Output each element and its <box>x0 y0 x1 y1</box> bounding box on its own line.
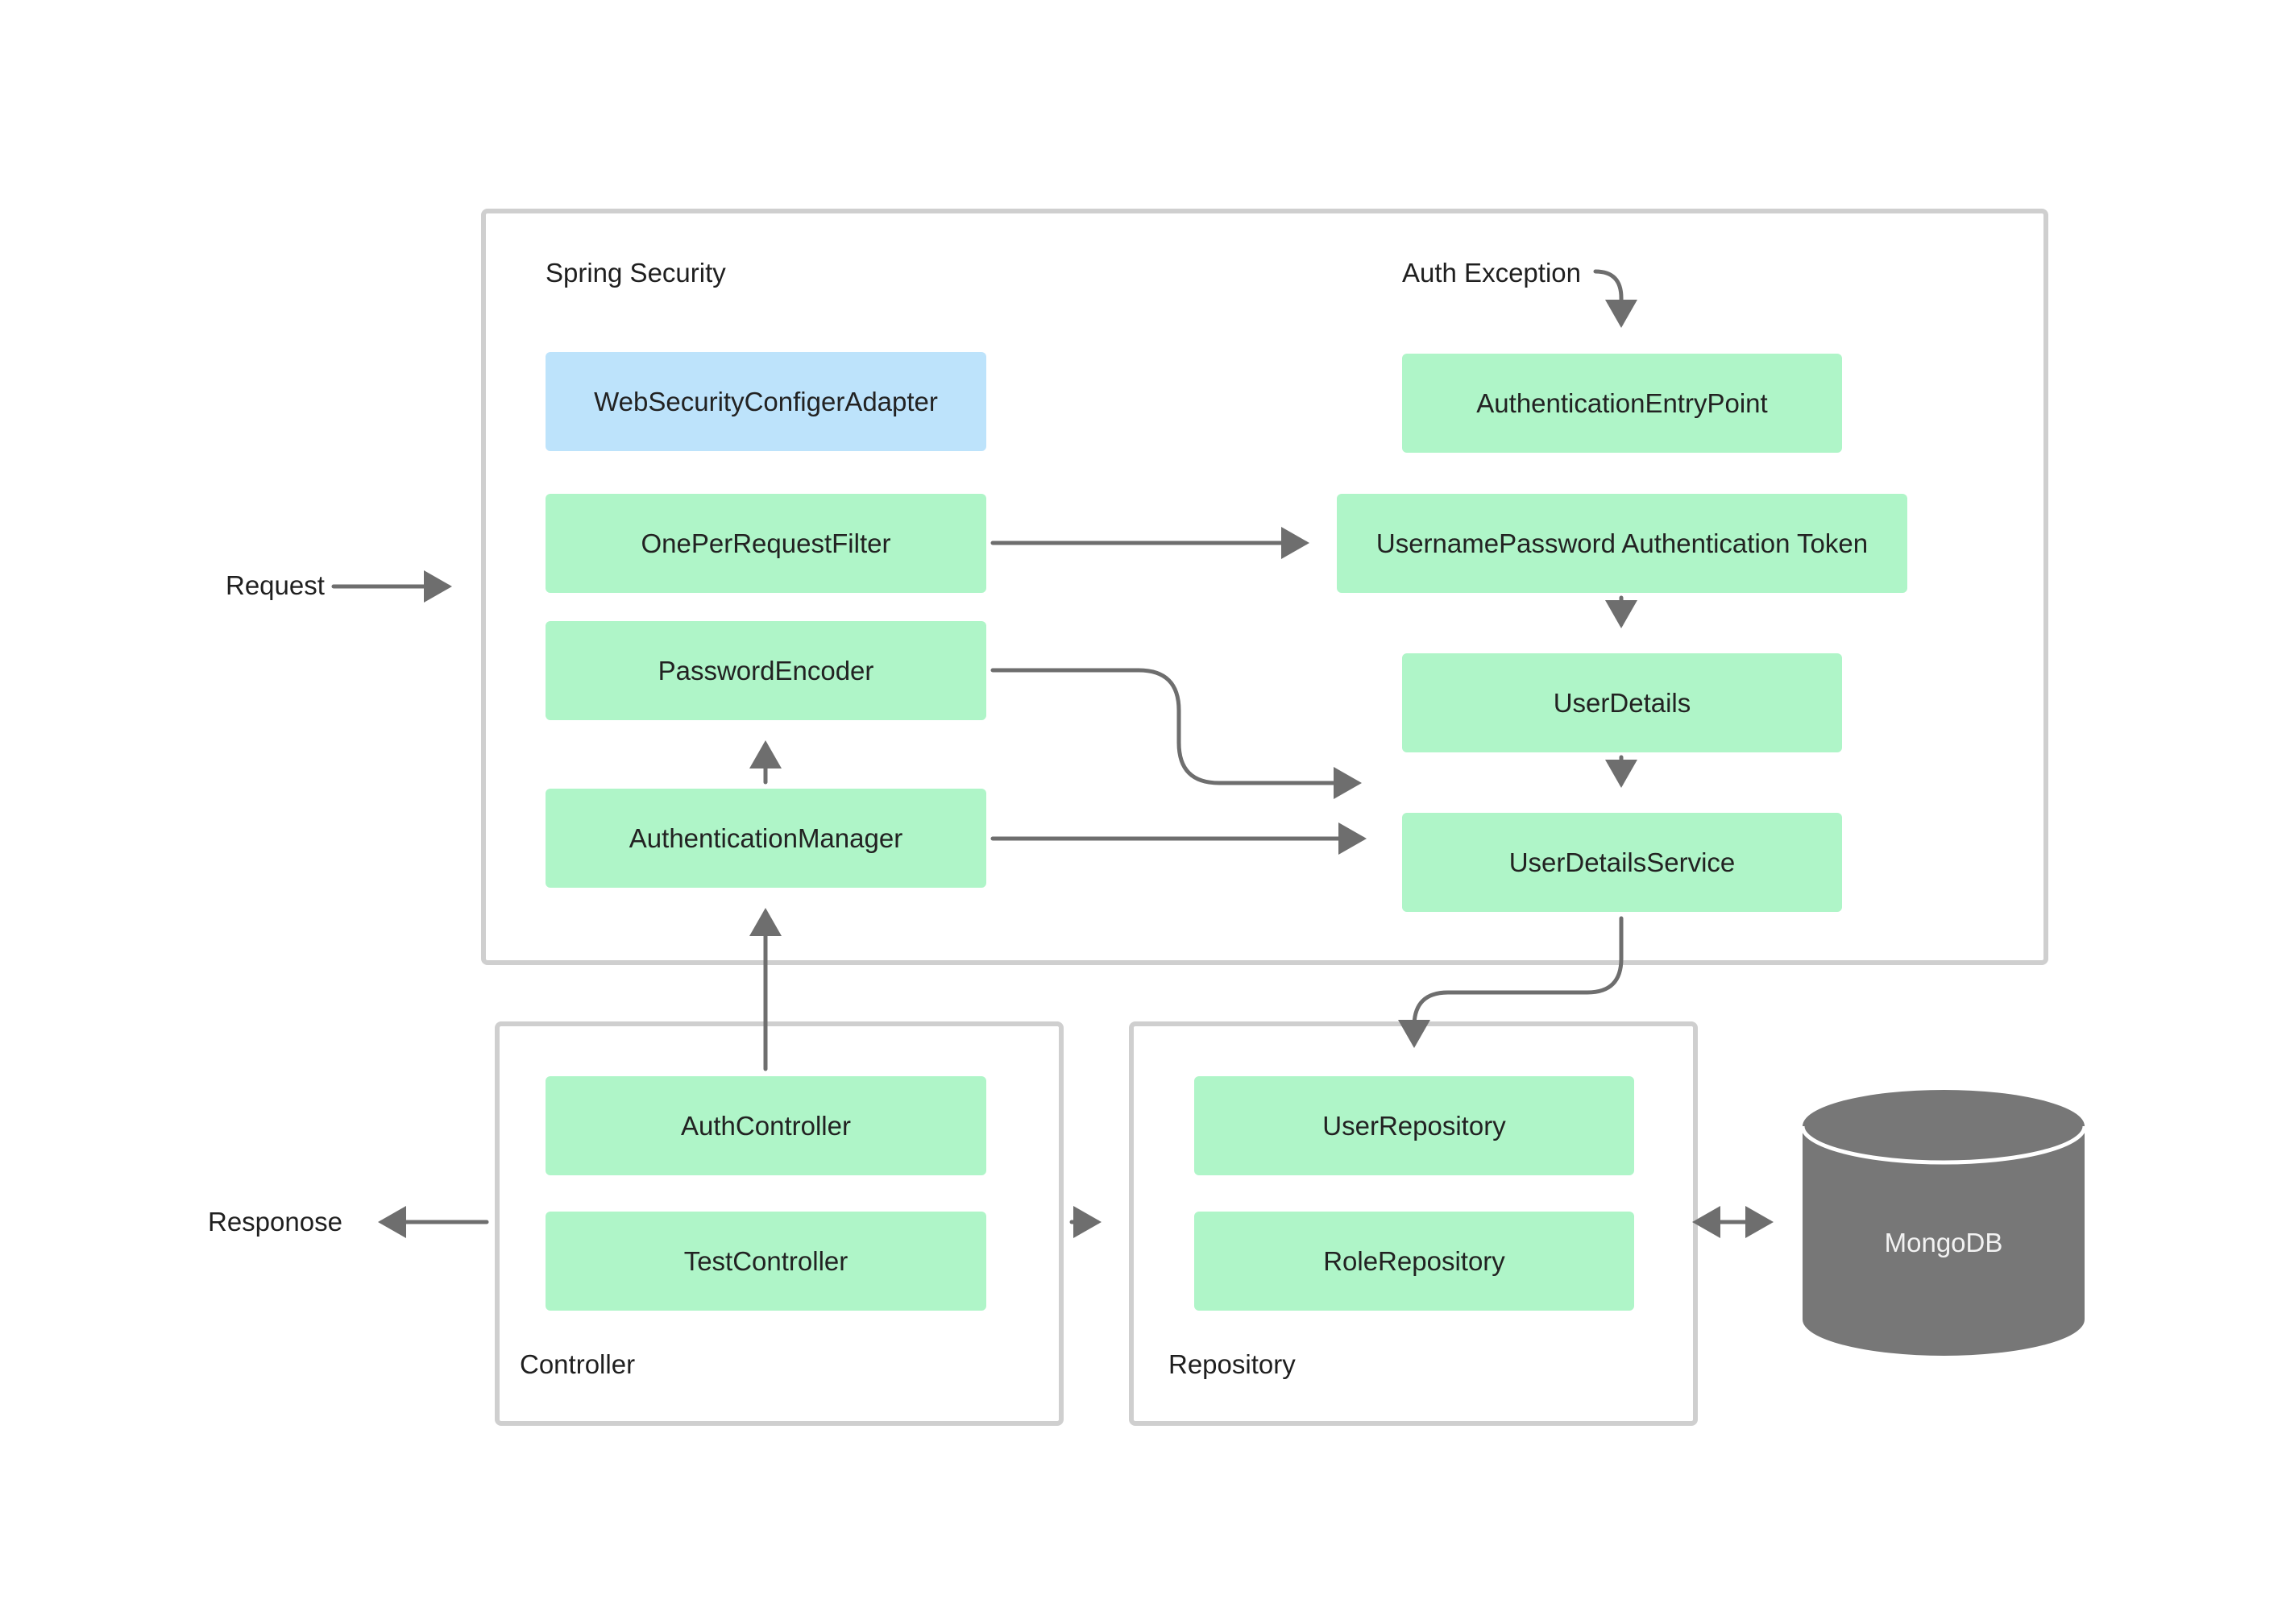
mongodb-database[interactable]: MongoDB <box>1800 1088 2087 1358</box>
spring-security-group <box>481 209 2048 965</box>
web-security-configurer-adapter-box[interactable]: WebSecurityConfigerAdapter <box>546 352 986 451</box>
database-cylinder-icon <box>1800 1090 2087 1356</box>
spring-security-title: Spring Security <box>546 258 726 288</box>
response-label: Responose <box>208 1207 342 1237</box>
repository-title: Repository <box>1168 1349 1296 1379</box>
authentication-manager-box[interactable]: AuthenticationManager <box>546 789 986 888</box>
password-encoder-box[interactable]: PasswordEncoder <box>546 621 986 720</box>
username-password-authentication-token-box[interactable]: UsernamePassword Authentication Token <box>1337 494 1907 593</box>
request-label: Request <box>226 570 325 600</box>
role-repository-box[interactable]: RoleRepository <box>1194 1212 1634 1311</box>
mongodb-label: MongoDB <box>1884 1228 2003 1257</box>
controller-title: Controller <box>520 1349 636 1379</box>
one-per-request-filter-box[interactable]: OnePerRequestFilter <box>546 494 986 593</box>
user-repository-box[interactable]: UserRepository <box>1194 1076 1634 1175</box>
auth-controller-box[interactable]: AuthController <box>546 1076 986 1175</box>
auth-exception-label: Auth Exception <box>1402 258 1581 288</box>
controller-group <box>495 1021 1064 1426</box>
test-controller-box[interactable]: TestController <box>546 1212 986 1311</box>
authentication-entry-point-box[interactable]: AuthenticationEntryPoint <box>1402 354 1842 453</box>
user-details-service-box[interactable]: UserDetailsService <box>1402 813 1842 912</box>
user-details-box[interactable]: UserDetails <box>1402 653 1842 752</box>
